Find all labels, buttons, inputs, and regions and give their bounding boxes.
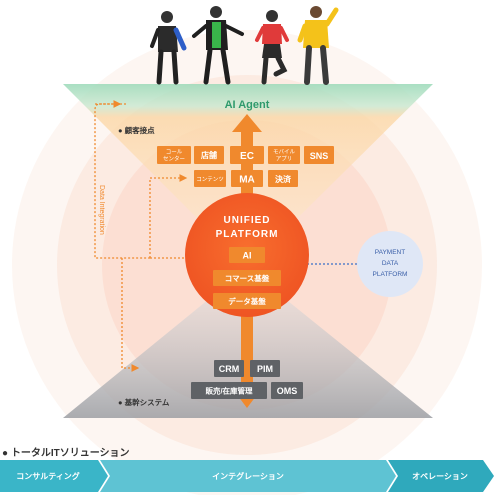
svg-text:インテグレーション: インテグレーション: [212, 471, 284, 481]
chip-store: 店舗: [194, 146, 224, 164]
svg-text:データ基盤: データ基盤: [228, 296, 266, 306]
chip-ma: MA: [231, 170, 263, 187]
person-icon: [192, 6, 244, 85]
person-icon: [297, 6, 339, 85]
svg-text:アプリ: アプリ: [276, 156, 293, 163]
chip-mobile-app: モバイル アプリ: [268, 146, 300, 164]
phase-integration: [100, 460, 396, 492]
solution-strip-title: ● トータルITソリューション: [2, 448, 130, 459]
core-system-chips: CRM PIM 販売/在庫管理 OMS: [191, 360, 303, 399]
svg-text:決済: 決済: [275, 174, 292, 184]
payment-data-platform: PAYMENT DATA PLATFORM: [357, 231, 423, 297]
core-system-header: ● 基幹システム: [118, 397, 170, 407]
platform-title-line2: PLATFORM: [216, 229, 279, 240]
svg-text:コンサルティング: コンサルティング: [16, 471, 80, 481]
chip-oms: OMS: [271, 382, 303, 399]
chip-sales-inventory: 販売/在庫管理: [191, 382, 267, 399]
person-icon: [255, 10, 289, 85]
svg-text:MA: MA: [239, 175, 255, 186]
module-data: [213, 293, 281, 309]
touchpoint-chips: コール センター 店舗 EC モバイル アプリ SNS コンテンツ MA: [157, 146, 334, 187]
svg-text:CRM: CRM: [219, 364, 240, 374]
svg-text:販売/在庫管理: 販売/在庫管理: [205, 386, 253, 396]
svg-text:OMS: OMS: [277, 386, 298, 396]
phase-consulting: [0, 460, 108, 492]
svg-text:コンテンツ: コンテンツ: [196, 176, 224, 183]
unified-platform: UNIFIED PLATFORM AI コマース基盤 データ基盤: [185, 193, 309, 317]
solution-strip: コンサルティング インテグレーション オペレーション: [0, 460, 494, 492]
chip-payment: 決済: [268, 170, 298, 187]
data-integration-label: Data Integration: [98, 185, 105, 235]
chip-crm: CRM: [214, 360, 244, 377]
svg-text:コマース基盤: コマース基盤: [225, 273, 270, 283]
chip-pim: PIM: [250, 360, 280, 377]
ai-agent-label: AI Agent: [225, 99, 270, 111]
svg-text:モバイル: モバイル: [273, 149, 296, 156]
person-icon: [150, 11, 187, 85]
svg-text:PIM: PIM: [257, 364, 273, 374]
svg-text:コール: コール: [166, 149, 183, 156]
chip-content: コンテンツ: [194, 170, 226, 187]
svg-text:オペレーション: オペレーション: [412, 472, 468, 481]
touchpoint-header: ● 顧客接点: [118, 125, 155, 135]
svg-text:PAYMENT: PAYMENT: [375, 249, 405, 256]
svg-text:SNS: SNS: [310, 151, 329, 161]
chip-sns: SNS: [304, 146, 334, 164]
svg-text:DATA: DATA: [382, 260, 399, 267]
chip-call-center: コール センター: [157, 146, 191, 164]
svg-text:センター: センター: [163, 155, 185, 163]
svg-text:EC: EC: [240, 151, 254, 162]
platform-title-line1: UNIFIED: [224, 215, 271, 226]
svg-text:店舗: 店舗: [201, 150, 217, 160]
chip-ec: EC: [230, 146, 264, 164]
data-integration-lines: [94, 100, 360, 372]
phase-operation: [388, 460, 494, 492]
module-ai: [229, 247, 265, 263]
svg-text:PLATFORM: PLATFORM: [373, 271, 408, 278]
svg-text:AI: AI: [243, 251, 252, 261]
module-commerce: [213, 270, 281, 286]
people-illustration: [150, 6, 339, 85]
